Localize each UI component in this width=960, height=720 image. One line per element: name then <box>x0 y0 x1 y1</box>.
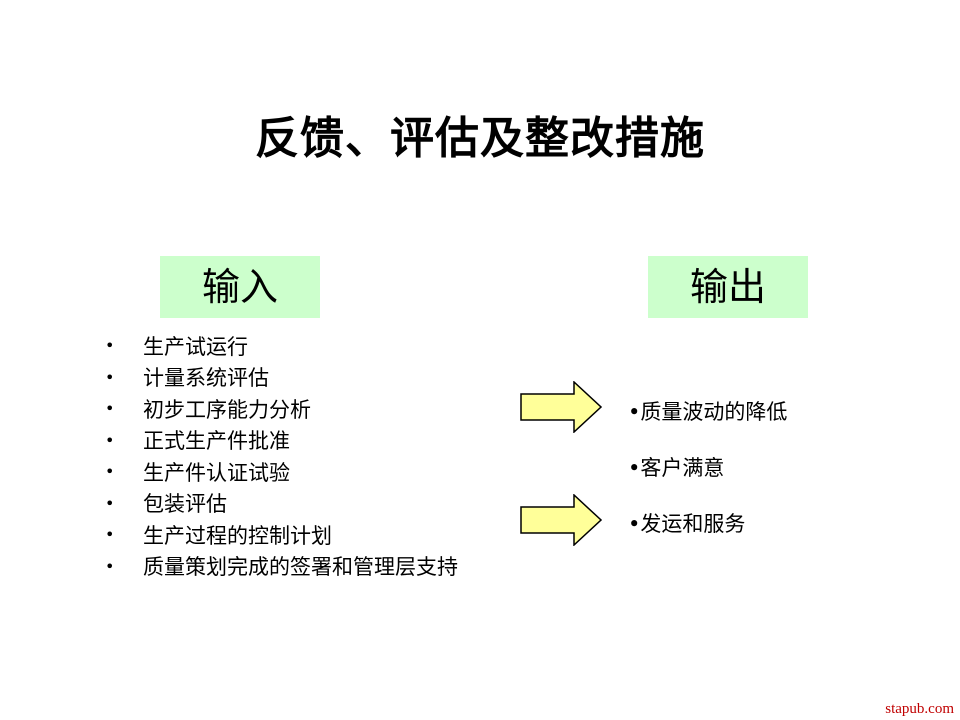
output-item: •客户满意 <box>628 456 725 480</box>
list-item: • 生产过程的控制计划 <box>105 519 458 551</box>
bullet: • <box>105 430 115 450</box>
output-item: •发运和服务 <box>628 512 746 536</box>
bullet: • <box>105 493 115 513</box>
bullet: • <box>105 525 115 545</box>
input-header: 输入 <box>160 256 320 318</box>
bullet: • <box>105 336 115 356</box>
list-item: • 初步工序能力分析 <box>105 393 458 425</box>
input-item-label: 计量系统评估 <box>143 366 269 391</box>
list-item: • 正式生产件批准 <box>105 425 458 457</box>
input-item-label: 包装评估 <box>143 492 227 517</box>
right-arrow-icon <box>520 494 602 546</box>
bullet: • <box>105 399 115 419</box>
output-header: 输出 <box>648 256 808 318</box>
list-item: • 计量系统评估 <box>105 362 458 394</box>
input-item-label: 生产过程的控制计划 <box>143 523 332 548</box>
bullet: • <box>105 367 115 387</box>
output-item: •质量波动的降低 <box>628 400 788 424</box>
watermark: stapub.com <box>885 701 954 717</box>
input-item-label: 生产试运行 <box>143 334 248 359</box>
input-item-label: 生产件认证试验 <box>143 460 290 485</box>
bullet: • <box>105 556 115 576</box>
input-item-label: 正式生产件批准 <box>143 429 290 454</box>
list-item: • 质量策划完成的签署和管理层支持 <box>105 551 458 583</box>
page-title: 反馈、评估及整改措施 <box>255 113 705 164</box>
output-list: •质量波动的降低 •客户满意 •发运和服务 <box>628 398 787 566</box>
input-item-label: 质量策划完成的签署和管理层支持 <box>143 555 458 580</box>
list-item: • 包装评估 <box>105 488 458 520</box>
input-list: • 生产试运行 • 计量系统评估 • 初步工序能力分析 • 正式生产件批准 • 生产件认证… <box>105 330 458 582</box>
bullet: • <box>105 462 115 482</box>
right-arrow-icon <box>520 381 602 433</box>
list-item: • 生产件认证试验 <box>105 456 458 488</box>
input-item-label: 初步工序能力分析 <box>143 397 311 422</box>
list-item: • 生产试运行 <box>105 330 458 362</box>
